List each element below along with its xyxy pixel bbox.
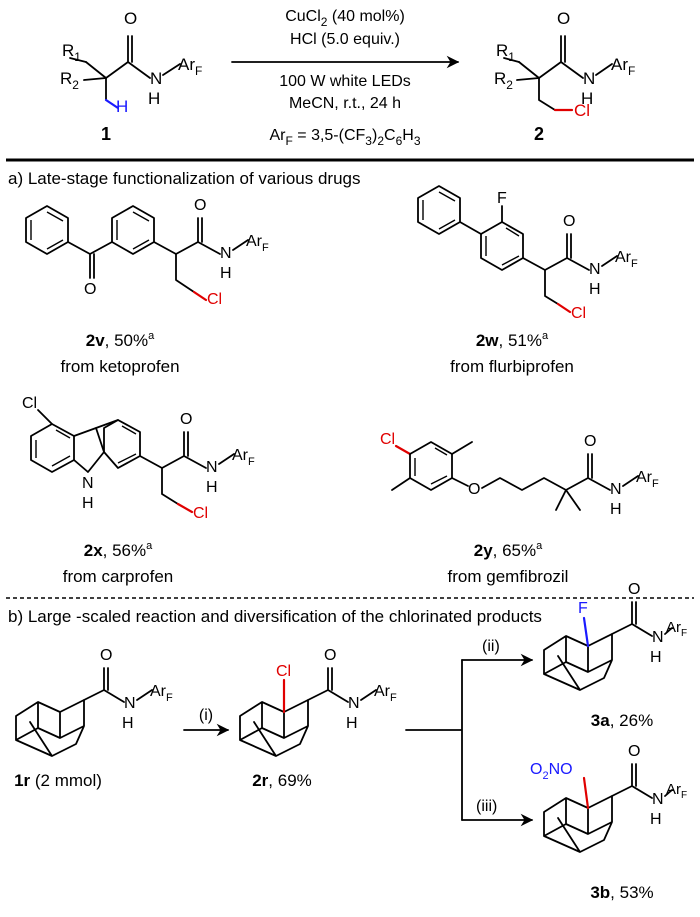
arf-label: ArF (374, 683, 397, 704)
r1-label: R1 (496, 41, 515, 64)
compound-2x-source: from carprofen (63, 567, 174, 586)
nitrogen-label: N (124, 695, 136, 712)
oxygen-label: O (468, 481, 480, 498)
nh-label: H (581, 89, 593, 108)
step-ii-label: (ii) (482, 638, 500, 655)
compound-1r-label: 1r (2 mmol) (14, 771, 102, 790)
section-b-title: b) Large -scaled reaction and diversific… (8, 607, 542, 626)
chlorine-highlight-label: Cl (571, 305, 586, 322)
arf-label: ArF (611, 55, 635, 78)
compound-2v-yield: 2v, 50%a (86, 330, 155, 350)
oxygen-label: O (628, 581, 640, 598)
structure-2y: Cl O O N H ArF (380, 431, 659, 518)
structure-2w: F O N H ArF Cl (417, 185, 638, 322)
oxygen-label: O (100, 647, 112, 664)
chlorine-highlight-label: Cl (207, 291, 222, 308)
solvent-text: MeCN, r.t., 24 h (289, 95, 401, 112)
oxygen-label: O (584, 433, 596, 450)
r2-label: R2 (60, 69, 79, 92)
nh-label: H (610, 501, 622, 518)
oxygen-label: O (563, 213, 575, 230)
nitrate-highlight-label: O2NO (530, 761, 573, 782)
arf-label: ArF (666, 781, 687, 801)
chlorine-highlight-label: Cl (193, 505, 208, 522)
oxygen-label: O (628, 743, 640, 760)
oxygen-label: O (557, 9, 570, 28)
light-text: 100 W white LEDs (279, 73, 411, 90)
chlorine-label: Cl (22, 395, 37, 412)
acid-text: HCl (5.0 equiv.) (290, 31, 400, 48)
step-i-label: (i) (199, 707, 213, 724)
nh-label: H (650, 649, 662, 666)
arf-label: ArF (178, 55, 202, 78)
r1-label: R1 (62, 41, 81, 64)
nitrogen-label: N (589, 261, 601, 278)
oxygen-label: O (324, 647, 336, 664)
reaction-conditions: CuCl2 (40 mol%) HCl (5.0 equiv.) 100 W w… (269, 8, 420, 148)
chlorine-highlight-label: Cl (276, 663, 291, 680)
arf-label: ArF (150, 683, 173, 704)
arf-label: ArF (615, 249, 638, 270)
r2-label: R2 (494, 69, 513, 92)
compound-2w-source: from flurbiprofen (450, 357, 574, 376)
chlorine-highlight-label: Cl (574, 101, 590, 120)
fluorine-highlight-label: F (578, 600, 588, 617)
chlorine-highlight-label: Cl (380, 431, 395, 448)
nitrogen-label: N (652, 629, 664, 646)
compound-3b-label: 3b, 53% (590, 883, 653, 902)
nitrogen-label: N (610, 481, 622, 498)
nitrogen-label: N (220, 245, 232, 262)
compound-2y-yield: 2y, 65%a (474, 540, 543, 560)
compound-2y-source: from gemfibrozil (448, 567, 569, 586)
nh-label: H (206, 479, 218, 496)
compound-3a-label: 3a, 26% (591, 711, 653, 730)
nh-label: H (122, 715, 134, 732)
hydrogen-highlight-label: H (116, 97, 128, 116)
compound-2x-yield: 2x, 56%a (84, 540, 153, 560)
section-a-title: a) Late-stage functionalization of vario… (8, 169, 360, 188)
nitrogen-label: N (206, 459, 218, 476)
structure-3b: O2NO O N H ArF (530, 743, 687, 853)
step-iii-label: (iii) (476, 798, 497, 815)
compound-2w-yield: 2w, 51%a (476, 330, 549, 350)
nh-label: H (650, 811, 662, 828)
arf-definition: ArF = 3,5-(CF3)2C6H3 (269, 127, 420, 148)
nh-label: H (220, 265, 232, 282)
nitrogen-label: N (150, 69, 162, 88)
nitrogen-label: N (82, 475, 94, 492)
compound-2r-label: 2r, 69% (252, 771, 312, 790)
arf-label: ArF (636, 469, 659, 490)
structure-1r: O N H ArF (15, 647, 173, 757)
branch-connector (405, 659, 463, 821)
nh-label: H (589, 281, 601, 298)
nh-label: H (148, 89, 160, 108)
arf-label: ArF (666, 619, 687, 639)
start-material-1: O N H ArF R1 R2 H 1 (60, 9, 202, 144)
structure-2x: Cl N H O N H ArF Cl (22, 395, 255, 522)
compound-1-label: 1 (101, 124, 111, 144)
nh-label: H (82, 495, 94, 512)
product-2: O N H ArF R1 R2 Cl 2 (494, 9, 635, 144)
structure-2v: O O N H ArF Cl (25, 197, 269, 308)
catalyst-text: CuCl2 (40 mol%) (285, 8, 405, 29)
structure-3a: F O N H ArF (543, 581, 687, 691)
compound-2-label: 2 (534, 124, 544, 144)
nh-label: H (346, 715, 358, 732)
oxygen-label: O (180, 411, 192, 428)
fluorine-label: F (497, 190, 507, 207)
structure-2r: Cl O N H ArF (239, 647, 397, 757)
oxygen-label: O (124, 9, 137, 28)
compound-2v-source: from ketoprofen (60, 357, 179, 376)
nitrogen-label: N (583, 69, 595, 88)
nitrogen-label: N (348, 695, 360, 712)
oxygen-label: O (194, 197, 206, 214)
arf-label: ArF (246, 233, 269, 254)
oxygen-label: O (84, 281, 96, 298)
arf-label: ArF (232, 447, 255, 468)
nitrogen-label: N (652, 791, 664, 808)
